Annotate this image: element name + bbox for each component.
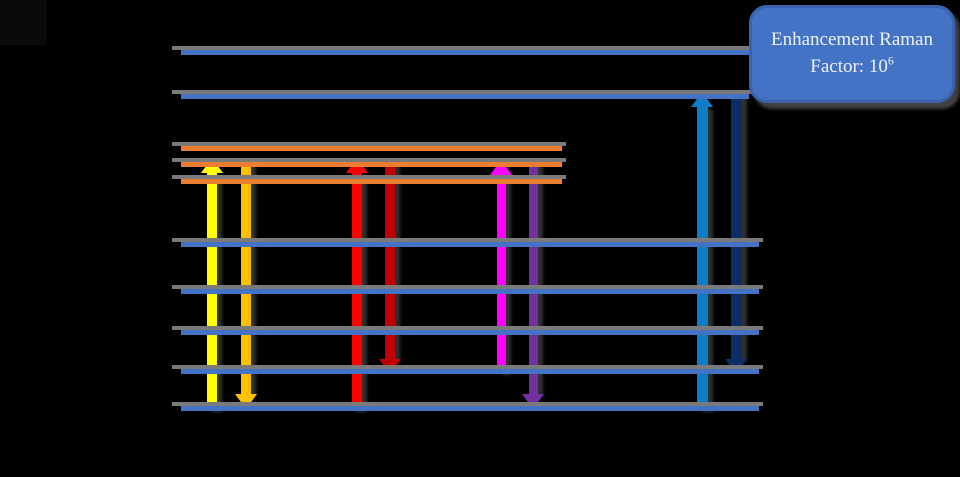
rayleigh-scattering-arrow-body (241, 160, 251, 394)
resonance-scattering-arrow-body (730, 92, 742, 359)
enhancement-factor-callout: Enhancement Raman Factor: 106 (749, 5, 955, 103)
callout-line2: Factor: 106 (810, 54, 893, 81)
antistokes-excitation-arrow-body (496, 175, 506, 373)
vibrational-level-2-line (172, 326, 763, 335)
excited-electronic-state-upper-line (172, 46, 753, 55)
virtual-state-1-line (172, 142, 566, 151)
antistokes-scattering-arrow-body (528, 163, 538, 394)
virtual-state-3-line (172, 175, 566, 184)
virtual-state-2-line (172, 158, 566, 167)
callout-line1: Enhancement Raman (771, 29, 933, 51)
vibrational-level-3-line (172, 285, 763, 294)
vibrational-level-1-line (172, 365, 763, 374)
ground-state-line (172, 402, 763, 411)
callout-line2-text: Factor: 10 (810, 56, 888, 77)
stokes-scattering-arrow-body (385, 160, 395, 359)
excited-electronic-state-lower-line (172, 90, 753, 99)
resonance-excitation-arrow-body (696, 107, 708, 410)
vibrational-level-4-line (172, 238, 763, 247)
callout-exponent: 6 (887, 54, 894, 68)
corner-dark-patch (0, 0, 47, 45)
